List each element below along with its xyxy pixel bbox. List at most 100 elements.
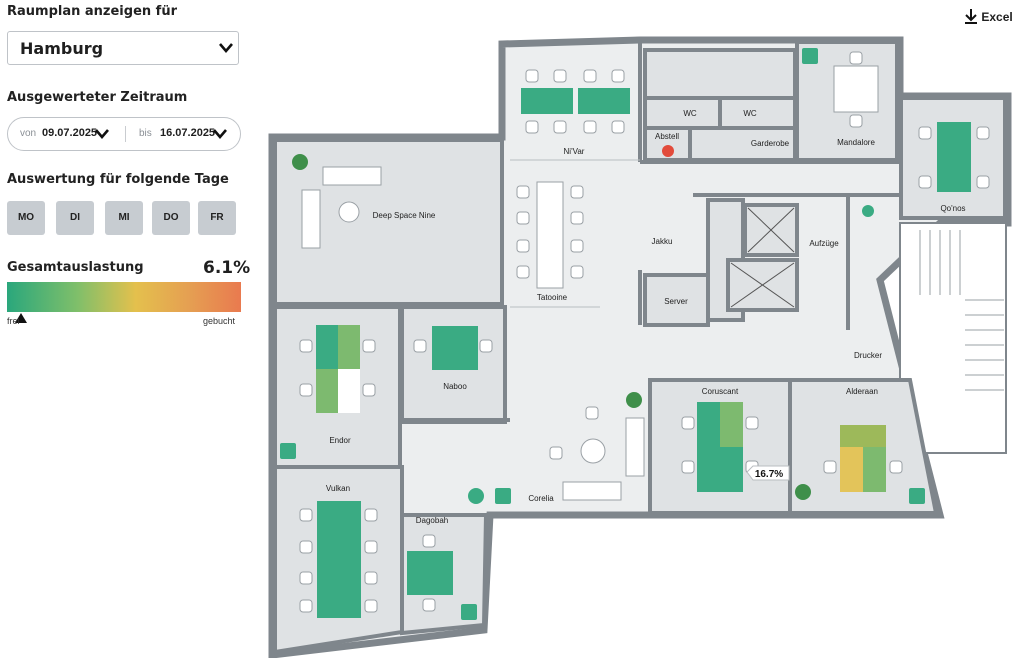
chair xyxy=(299,339,313,353)
chair xyxy=(583,69,597,83)
toilet-stalls xyxy=(643,48,797,100)
chair xyxy=(299,540,313,554)
chair xyxy=(553,120,567,134)
chair xyxy=(364,599,378,613)
day-toggle-di[interactable]: DI xyxy=(56,201,94,235)
chair xyxy=(976,126,990,140)
chair xyxy=(362,383,376,397)
chair-group xyxy=(299,51,990,613)
day-toggle-do[interactable]: DO xyxy=(152,201,190,235)
room-label-alderaan: Alderaan xyxy=(846,387,878,396)
chair xyxy=(585,406,599,420)
chair xyxy=(918,126,932,140)
chair xyxy=(918,175,932,189)
round-table xyxy=(580,438,606,464)
desk-group[interactable] xyxy=(316,65,971,618)
chair xyxy=(299,599,313,613)
chair xyxy=(299,571,313,585)
room-label-corelia: Corelia xyxy=(528,494,554,503)
sofa xyxy=(562,481,622,501)
room-label-nivar: Ni'Var xyxy=(564,147,585,156)
utilization-marker-icon xyxy=(15,313,28,323)
room-label-coruscant: Coruscant xyxy=(702,387,739,396)
interior-walls xyxy=(400,42,902,422)
accessibility-icon xyxy=(468,488,484,504)
chair xyxy=(525,120,539,134)
total-label: Gesamtauslastung xyxy=(7,260,144,275)
chair xyxy=(364,571,378,585)
room-label-deep-space-nine: Deep Space Nine xyxy=(373,211,436,220)
chair xyxy=(823,460,837,474)
chair xyxy=(299,508,313,522)
chair xyxy=(849,51,863,65)
chair xyxy=(516,211,530,225)
chair xyxy=(570,239,584,253)
chair xyxy=(553,69,567,83)
room-label-tatooine: Tatooine xyxy=(537,293,568,302)
total-value: 6.1% xyxy=(203,258,251,278)
chair xyxy=(549,446,563,460)
room-label-server: Server xyxy=(664,297,688,306)
room-label-dagobah: Dagobah xyxy=(416,516,448,525)
room-label-naboo: Naboo xyxy=(443,382,467,391)
days-label: Auswertung für folgende Tage xyxy=(7,172,229,187)
chair xyxy=(479,339,493,353)
room-label-wc-1: WC xyxy=(683,109,697,118)
room-label-aufzuege: Aufzüge xyxy=(809,239,839,248)
chair xyxy=(681,460,695,474)
chair xyxy=(570,265,584,279)
scale-min-label: frei xyxy=(7,316,20,326)
chair xyxy=(299,383,313,397)
utilization-gradient xyxy=(7,282,241,312)
day-toggle-mo[interactable]: MO xyxy=(7,201,45,235)
scale-max-label: gebucht xyxy=(203,316,236,326)
room-label-qonos: Qo'nos xyxy=(940,204,965,213)
room-label-mandalore: Mandalore xyxy=(837,138,875,147)
sofa xyxy=(625,417,645,477)
tooltip-value: 16.7% xyxy=(755,469,783,480)
sofa xyxy=(301,189,321,249)
chair xyxy=(516,265,530,279)
download-icon xyxy=(965,9,977,24)
filter-panel: Raumplan anzeigen für Hamburg Ausgewerte… xyxy=(0,0,250,658)
period-label: Ausgewerteter Zeitraum xyxy=(7,90,188,105)
chair xyxy=(422,534,436,548)
chevron-down-icon[interactable] xyxy=(212,128,228,140)
chevron-down-icon xyxy=(219,43,233,53)
chair xyxy=(364,508,378,522)
chair xyxy=(364,540,378,554)
from-date[interactable]: 09.07.2025 xyxy=(42,127,98,139)
excel-export-button[interactable]: Excel xyxy=(964,8,1013,24)
day-toggle-mi[interactable]: MI xyxy=(105,201,143,235)
pet-icon xyxy=(280,48,925,620)
chair xyxy=(611,69,625,83)
divider xyxy=(125,126,126,142)
room-garderobe xyxy=(688,126,797,162)
location-value: Hamburg xyxy=(20,39,104,58)
to-date[interactable]: 16.07.2025 xyxy=(160,127,216,139)
room-label-wc-2: WC xyxy=(743,109,757,118)
chair xyxy=(681,416,695,430)
to-label: bis xyxy=(139,128,152,139)
plant-icon xyxy=(292,154,811,500)
chair xyxy=(570,185,584,199)
chair xyxy=(889,460,903,474)
day-toggle-fr[interactable]: FR xyxy=(198,201,236,235)
chair xyxy=(583,120,597,134)
room-label-garderobe: Garderobe xyxy=(751,139,790,148)
location-select[interactable]: Hamburg xyxy=(7,31,239,65)
from-label: von xyxy=(20,128,37,139)
chevron-down-icon[interactable] xyxy=(94,128,110,140)
chair xyxy=(516,185,530,199)
info-icon[interactable] xyxy=(662,145,674,157)
elevator-cross xyxy=(730,207,795,308)
chair xyxy=(413,339,427,353)
room-label-vulkan: Vulkan xyxy=(326,484,350,493)
room-label-jakku: Jakku xyxy=(652,237,673,246)
room-wc-2 xyxy=(718,96,797,130)
chair xyxy=(525,69,539,83)
date-range-picker[interactable]: von 09.07.2025 bis 16.07.2025 xyxy=(7,117,241,151)
utilization-tooltip: 16.7% xyxy=(746,465,790,481)
room-label-abstell: Abstell xyxy=(655,132,679,141)
excel-export-label: Excel xyxy=(981,10,1013,24)
